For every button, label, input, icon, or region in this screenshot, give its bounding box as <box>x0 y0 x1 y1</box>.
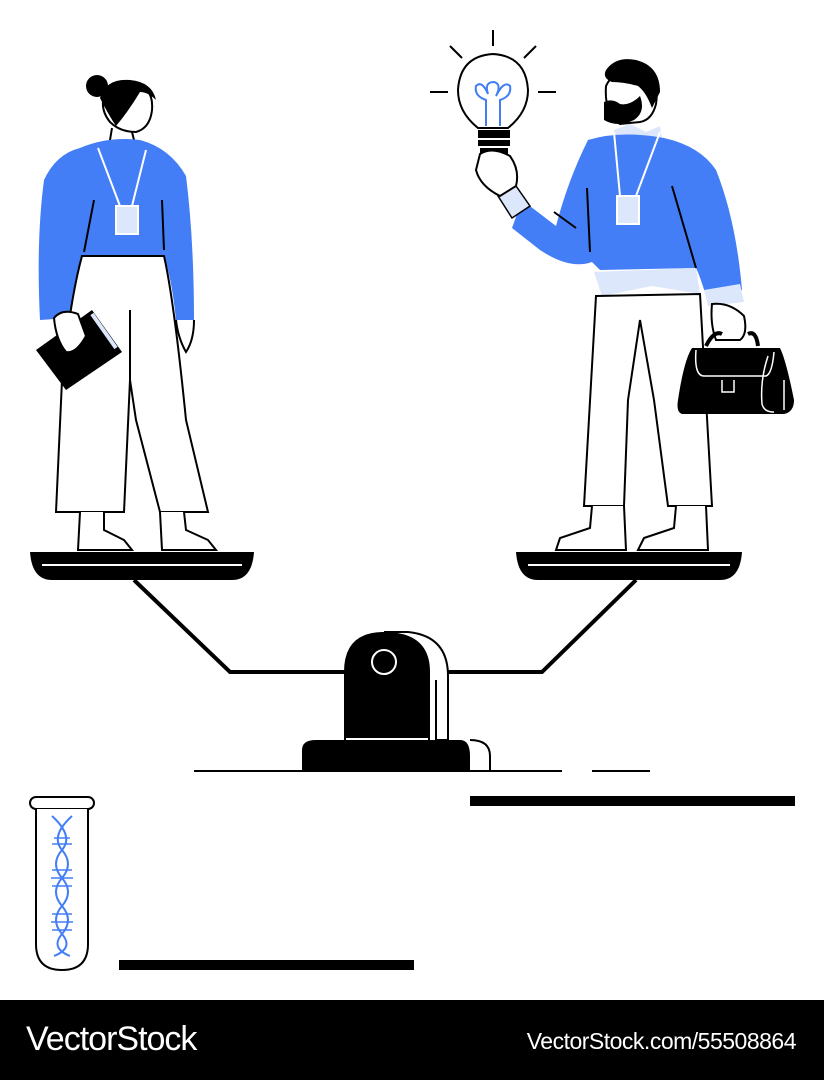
lightbulb-icon <box>430 30 556 154</box>
briefcase-icon <box>677 331 794 414</box>
man-figure <box>474 59 747 551</box>
dna-test-tube-icon <box>29 796 95 972</box>
image-url: VectorStock.com/55508864 <box>526 1028 797 1054</box>
balance-scale <box>30 552 795 970</box>
watermark-footer: VectorStock VectorStock.com/55508864 <box>0 1000 824 1080</box>
brand-logo: VectorStock <box>26 1020 197 1058</box>
woman-figure <box>36 75 219 551</box>
illustration-scene <box>29 30 795 972</box>
